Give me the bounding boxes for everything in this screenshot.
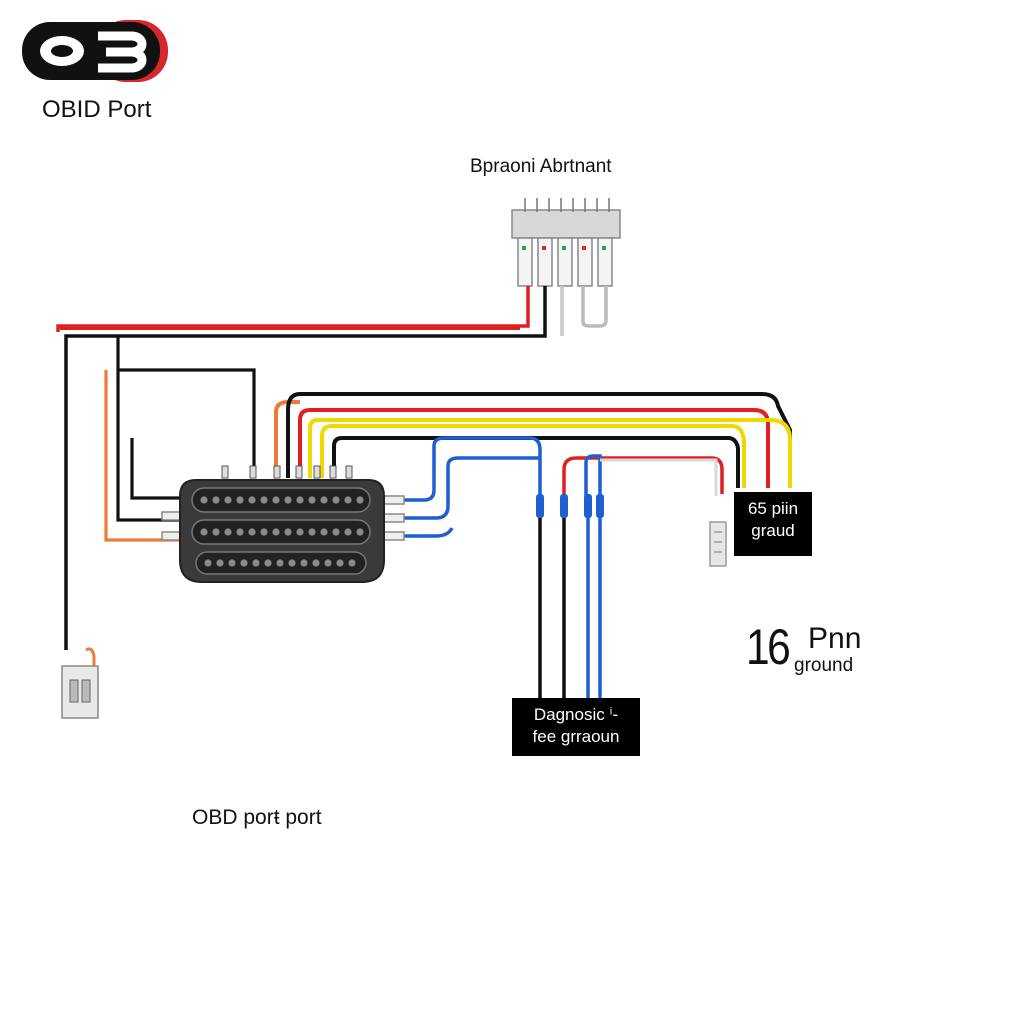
connector-pin-hole: [332, 528, 340, 536]
logo-caption: OBID Port: [42, 96, 152, 123]
red-supply-wire: [56, 286, 530, 332]
diagnostic-line1: Dagnosic ⁱ-: [533, 705, 619, 724]
connector-pin-hole: [300, 559, 308, 567]
connector-pin-hole: [236, 528, 244, 536]
plug-connector-icon: [61, 647, 99, 719]
connector-pin-hole: [284, 496, 292, 504]
connector-pin-hole: [204, 559, 212, 567]
connector-pin-hole: [200, 528, 208, 536]
connector-pin-hole: [212, 496, 220, 504]
big-ground-text: ground: [794, 655, 854, 676]
connector-pin-hole: [276, 559, 284, 567]
connector-pin-hole: [212, 528, 220, 536]
connector-pin-hole: [224, 496, 232, 504]
connector-pin-hole: [272, 528, 280, 536]
connector-pin-hole: [272, 496, 280, 504]
connector-pin-hole: [308, 496, 316, 504]
connector-pin-hole: [252, 559, 260, 567]
connector-pin-hole: [284, 528, 292, 536]
connector-pin-hole: [200, 496, 208, 504]
pin-ground-box: 65 piin graud: [734, 492, 812, 556]
connector-pin-hole: [236, 496, 244, 504]
small-plug-icon: [709, 521, 727, 567]
connector-pin-hole: [240, 559, 248, 567]
diagnostic-line2: fee grraoun: [532, 727, 620, 746]
obd-logo-icon: [22, 20, 168, 82]
connector-pin-hole: [356, 528, 364, 536]
connector-pin-hole: [332, 496, 340, 504]
connector-pin-hole: [320, 528, 328, 536]
pin-ground-line1: 65 piin: [747, 499, 799, 518]
connector-pin-hole: [260, 528, 268, 536]
connector-pin-hole: [296, 496, 304, 504]
connector-pin-hole: [344, 496, 352, 504]
connector-pin-hole: [308, 528, 316, 536]
connector-pin-hole: [248, 496, 256, 504]
connector-pin-hole: [296, 528, 304, 536]
black-ground-wire: [64, 286, 547, 650]
pin-ground-line2: graud: [751, 521, 795, 540]
big-pin-text: Pnn: [808, 622, 862, 655]
big-number: 16: [746, 619, 791, 675]
connector-pin-hole: [348, 559, 356, 567]
connector-pin-hole: [216, 559, 224, 567]
diagnostic-ground-box: Dagnosic ⁱ- fee grraoun: [512, 698, 640, 756]
connector-pin-hole: [324, 559, 332, 567]
connector-pin-hole: [224, 528, 232, 536]
sixteen-pin-label: 16 Pnn ground: [746, 619, 861, 675]
connector-pin-hole: [320, 496, 328, 504]
connector-pin-hole: [336, 559, 344, 567]
terminal-block-icon: [511, 198, 621, 287]
terminal-block-label: Bpraoni Abrtnant: [470, 156, 612, 177]
connector-pin-hole: [264, 559, 272, 567]
connector-pin-hole: [312, 559, 320, 567]
connector-pin-hole: [288, 559, 296, 567]
connector-pin-hole: [228, 559, 236, 567]
bottom-caption: OBD porŧ port: [192, 806, 322, 829]
connector-pin-hole: [344, 528, 352, 536]
connector-pin-hole: [260, 496, 268, 504]
obd-connector-icon: [161, 465, 405, 583]
connector-pin-hole: [248, 528, 256, 536]
connector-pin-hole: [356, 496, 364, 504]
